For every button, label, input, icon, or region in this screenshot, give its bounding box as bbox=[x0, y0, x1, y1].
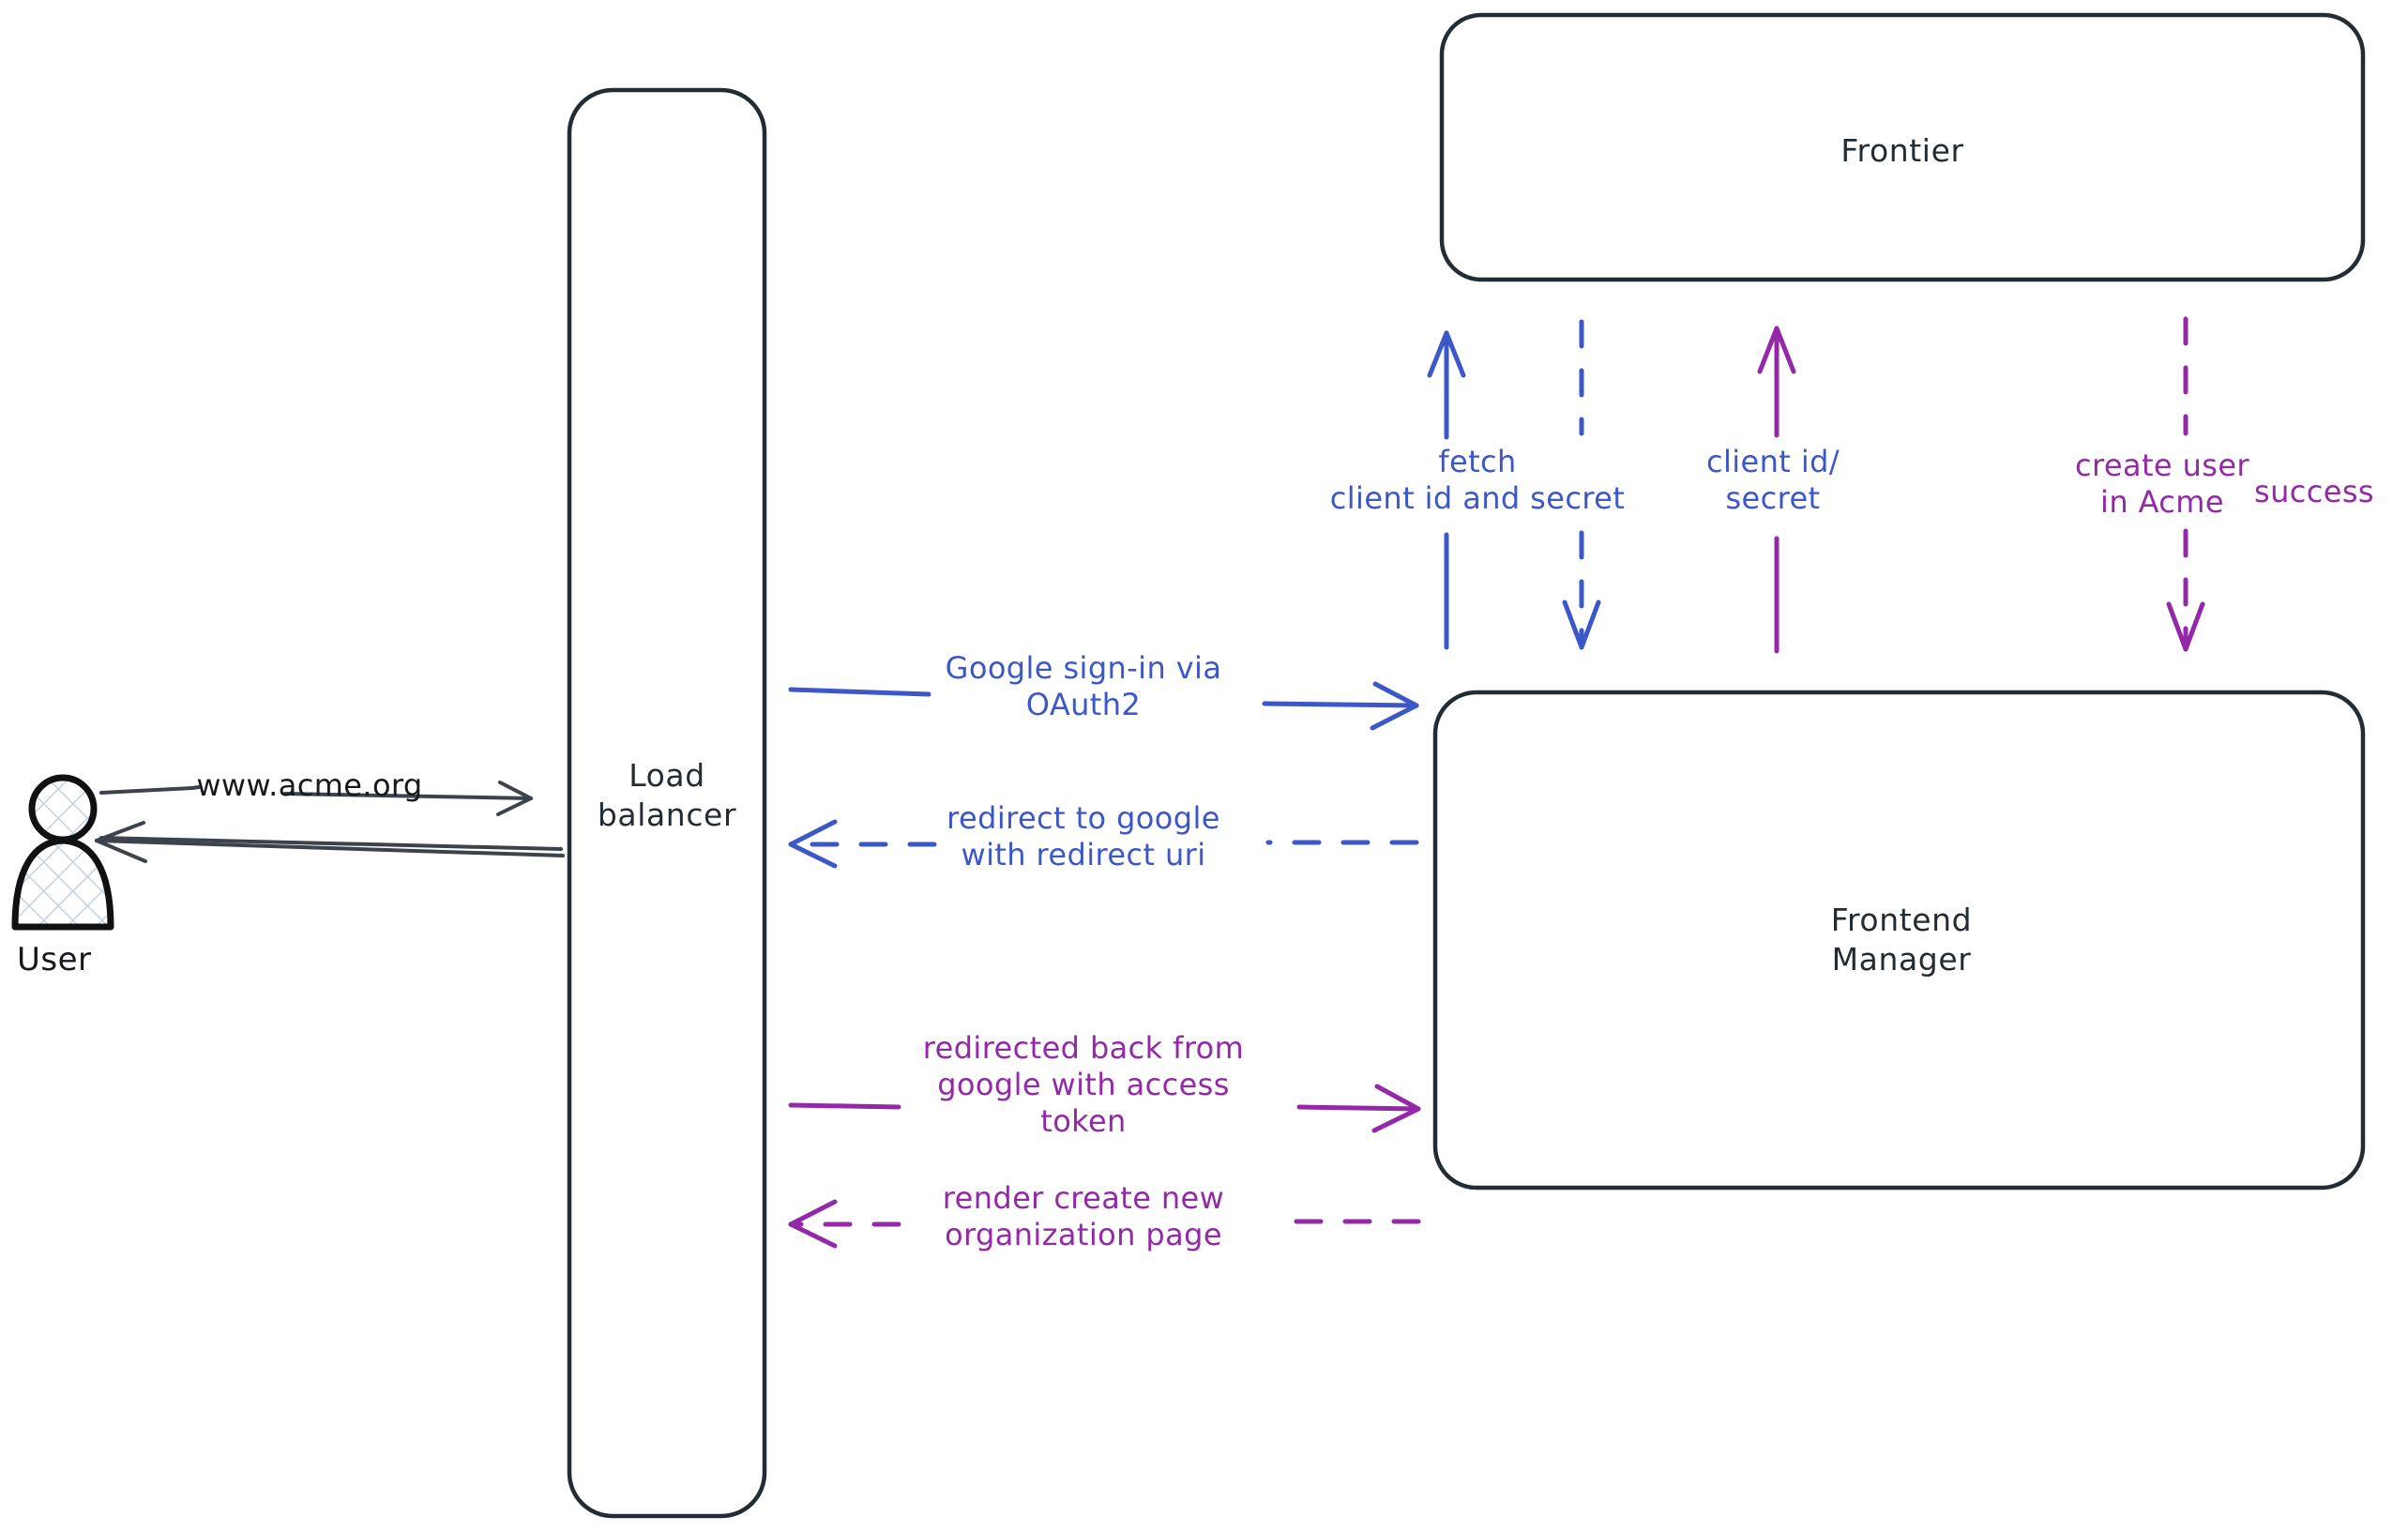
edge-label-success: success bbox=[2254, 474, 2374, 509]
edge-label-render-create-org: render create new organization page bbox=[942, 1180, 1225, 1253]
edge-fetch-client-id-arrow bbox=[1427, 330, 1466, 650]
edge-label-redirect-to-google: redirect to google with redirect uri bbox=[947, 800, 1220, 873]
edge-load-balancer-to-user bbox=[95, 821, 565, 863]
edge-label-www-acme-org: www.acme.org bbox=[196, 767, 423, 803]
edge-label-redirected-back: redirected back from google with access … bbox=[922, 1030, 1245, 1140]
edge-label-client-id-secret: client id/ secret bbox=[1705, 444, 1840, 517]
edge-render-create-org-arrow bbox=[788, 1199, 1421, 1249]
edge-label-google-signin: Google sign-in via OAuth2 bbox=[945, 650, 1222, 723]
node-frontier-box[interactable] bbox=[1439, 12, 2366, 282]
node-frontend-manager-box[interactable] bbox=[1432, 690, 2366, 1191]
edge-label-fetch-client-id: fetch client id and secret bbox=[1329, 444, 1626, 517]
actor-caption-user: User bbox=[17, 941, 92, 978]
edge-label-create-user-in-acme: create user in Acme bbox=[2075, 447, 2249, 521]
edge-client-id-secret-arrow bbox=[1562, 319, 1601, 650]
user-person-icon bbox=[11, 774, 114, 931]
edge-redirected-back-arrow bbox=[788, 1084, 1421, 1133]
edge-user-to-load-balancer bbox=[99, 781, 533, 816]
edge-google-signin-arrow bbox=[788, 681, 1419, 731]
edge-success-arrow bbox=[2166, 316, 2205, 652]
node-load-balancer-box[interactable] bbox=[567, 87, 767, 1519]
edge-redirect-to-google-arrow bbox=[788, 819, 1419, 869]
edge-create-user-arrow bbox=[1757, 326, 1796, 654]
